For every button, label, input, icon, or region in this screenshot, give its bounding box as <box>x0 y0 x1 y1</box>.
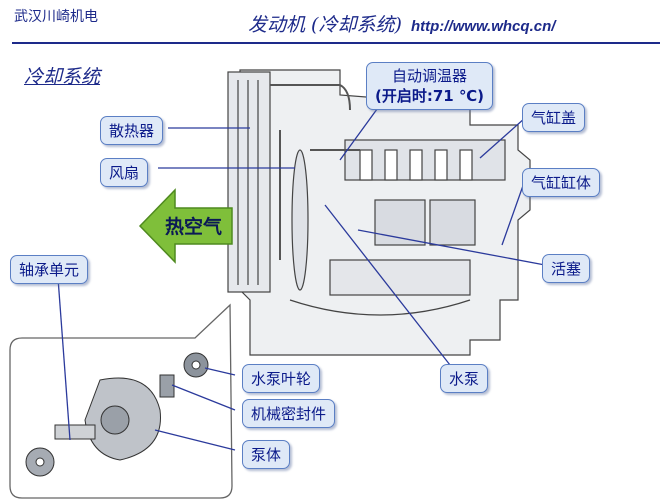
fan-label: 风扇 <box>100 158 149 187</box>
thermostat-label: 自动调温器 (开启时:71 ℃) <box>366 62 493 110</box>
thermostat-opening-temp: (开启时:71 ℃) <box>375 87 484 105</box>
pump-impeller-label: 水泵叶轮 <box>242 364 321 393</box>
mechanical-seal-label: 机械密封件 <box>242 399 336 428</box>
page-title-text: 发动机 (冷却系统) <box>248 14 402 36</box>
water-pump-label: 水泵 <box>440 364 489 393</box>
cylinder-head-label: 气缸盖 <box>522 103 586 132</box>
header-divider <box>12 42 660 44</box>
bearing-unit-label: 轴承单元 <box>10 255 89 284</box>
radiator-label: 散热器 <box>100 116 164 145</box>
page-title: 发动机 (冷却系统) http://www.whcq.cn/ <box>248 10 555 37</box>
company-name: 武汉川崎机电 <box>14 9 98 25</box>
pump-body-label: 泵体 <box>242 440 291 469</box>
thermostat-label-text: 自动调温器 <box>391 67 467 85</box>
page-url: http://www.whcq.cn/ <box>410 18 556 35</box>
section-title: 冷却系统 <box>24 66 101 88</box>
hot-air-label: 热空气 <box>165 216 223 238</box>
piston-label: 活塞 <box>542 254 591 283</box>
cylinder-block-label: 气缸缸体 <box>522 168 601 197</box>
